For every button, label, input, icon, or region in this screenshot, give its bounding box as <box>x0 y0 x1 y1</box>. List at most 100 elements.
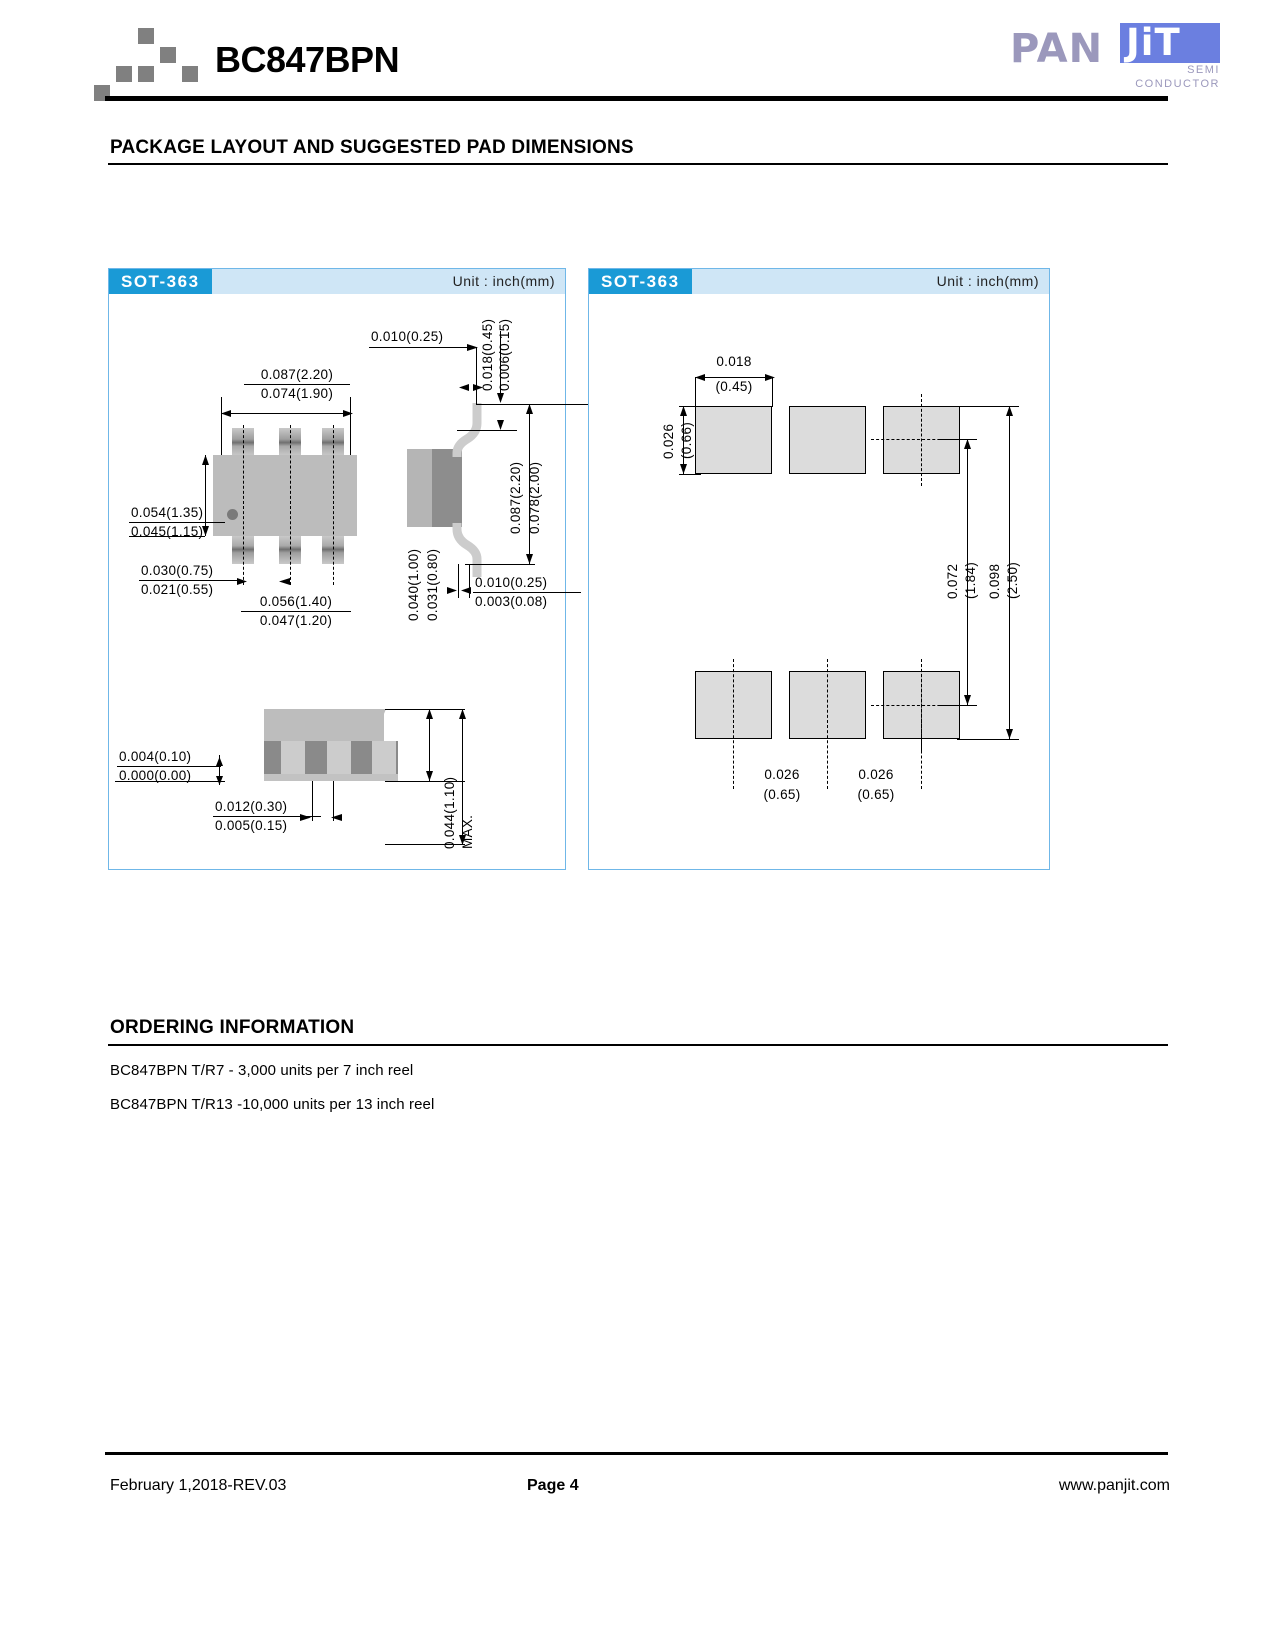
dim-lead-thk-arrows-inner <box>459 384 483 391</box>
dim-body-h-min: 0.031(0.80) <box>425 548 440 621</box>
dim-height-arrows <box>202 455 209 536</box>
left-panel-header-bar: Unit : inch(mm) <box>211 269 565 294</box>
brand-semi-text: SEMI <box>1187 64 1220 76</box>
right-panel-package-tag: SOT-363 <box>589 269 692 294</box>
pitch-centerline-2 <box>827 659 828 789</box>
dim-pad-height-line <box>683 406 685 474</box>
dim-width-line <box>221 413 351 415</box>
dim-total-h-arrows <box>459 709 466 845</box>
dim-span-inner-ref-bot <box>939 705 977 707</box>
dim-foot-ext-right <box>469 564 471 598</box>
dim-depth-arrows <box>526 404 533 564</box>
ordering-line-1: BC847BPN T/R7 - 3,000 units per 7 inch r… <box>110 1062 414 1079</box>
dim-pad-height-inch: 0.026 <box>661 423 676 459</box>
right-panel-unit-label: Unit : inch(mm) <box>936 273 1039 289</box>
dim-pitch-1-mm: (0.65) <box>763 787 801 802</box>
dim-lead-thk-line <box>500 331 502 401</box>
dim-body-h-arrows <box>426 709 433 781</box>
dim-span-outer-line <box>1009 406 1011 739</box>
dim-depth-line <box>529 404 531 564</box>
ordering-information-rule <box>108 1044 1168 1046</box>
crosshair-h-top <box>871 439 971 440</box>
dim-total-h-ref-bot <box>385 844 465 846</box>
page-header: BC847BPN PAN JiT SEMI CONDUCTOR <box>0 0 1275 105</box>
centerline-lead-3 <box>332 425 334 585</box>
dim-pitch: 0.056(1.40) 0.047(1.20) <box>241 594 351 629</box>
dim-lead-len: 0.010(0.25) <box>371 329 444 344</box>
package-layout-heading: PACKAGE LAYOUT AND SUGGESTED PAD DIMENSI… <box>110 137 634 158</box>
dim-height: 0.054(1.35) 0.045(1.15) <box>129 505 225 540</box>
dim-pad-height-ref-top <box>679 406 701 408</box>
package-profile-chamfer <box>372 709 386 743</box>
dim-foot-width: 0.012(0.30) 0.005(0.15) <box>213 799 321 834</box>
dim-pad-width-ext-left <box>695 377 697 407</box>
pad-top-2 <box>789 406 866 474</box>
pitch-centerline-3 <box>921 659 922 789</box>
dim-lead-width-arrow <box>237 578 247 585</box>
dim-pitch-1-inch: 0.026 <box>764 767 800 782</box>
header-divider <box>105 96 1168 101</box>
footer-website: www.panjit.com <box>1058 1477 1170 1494</box>
dim-pad-width-line <box>695 377 773 379</box>
dim-lead-thk-bot-ref <box>457 430 517 432</box>
right-panel-header-bar: Unit : inch(mm) <box>691 269 1049 294</box>
panjit-brand-logo: PAN JiT SEMI CONDUCTOR <box>1010 18 1220 90</box>
pin-one-marker <box>227 509 238 520</box>
brand-jit-box: JiT <box>1120 23 1220 63</box>
dim-lead-width: 0.030(0.75) 0.021(0.55) <box>139 563 237 598</box>
ordering-information-heading: ORDERING INFORMATION <box>110 1017 355 1038</box>
left-panel-unit-label: Unit : inch(mm) <box>452 273 555 289</box>
page-title: BC847BPN <box>215 39 400 80</box>
dim-body-h-ref-top <box>385 709 465 711</box>
dim-width-ext-right <box>350 397 352 469</box>
dim-total-h: 0.044(1.10) <box>442 776 457 849</box>
dim-lead-thk-arrow-bot <box>497 420 504 430</box>
dim-lead-thk-top-ref <box>476 404 596 406</box>
dim-span-inner-arrows <box>964 439 971 705</box>
package-body-sideview-right <box>432 449 462 527</box>
dim-pad-width-mm: (0.45) <box>715 379 753 394</box>
dim-standoff-leader <box>115 781 225 783</box>
footer-date-revision: February 1,2018-REV.03 <box>110 1477 287 1494</box>
ordering-line-2: BC847BPN T/R13 -10,000 units per 13 inch… <box>110 1096 435 1113</box>
dim-lead-len-line <box>369 347 477 349</box>
brand-conductor-text: CONDUCTOR <box>1135 78 1220 90</box>
dim-foot-width-arrows <box>300 814 342 821</box>
panjit-dots-logo-icon <box>94 28 198 101</box>
package-profile-top <box>264 709 384 743</box>
dim-total-h-line <box>462 709 464 844</box>
package-body-topview <box>213 455 357 536</box>
dim-span-inner-ref-top <box>939 439 977 441</box>
dim-pad-width-arrows <box>695 374 775 381</box>
dim-foot-ext-left <box>458 564 460 598</box>
dim-width-ext-left <box>221 397 223 469</box>
dim-depth-bottom-ref <box>465 564 535 566</box>
dim-standoff-line <box>219 755 221 785</box>
dim-span-inner-line <box>967 439 969 705</box>
dim-lead-thk-arrow-top <box>497 393 504 403</box>
dim-span-outer-ref-bot <box>957 739 1019 741</box>
brand-jit-text: JiT <box>1126 21 1181 64</box>
dim-pitch-2-inch: 0.026 <box>858 767 894 782</box>
dim-foot-width-ext-1 <box>312 781 314 821</box>
dim-span-inner-inch: 0.072 <box>945 563 960 599</box>
dim-span-outer-inch: 0.098 <box>987 563 1002 599</box>
dim-height-leader <box>129 536 205 538</box>
dim-width: 0.087(2.20) 0.074(1.90) <box>244 367 350 402</box>
dim-depth-max: 0.087(2.20) <box>508 461 523 534</box>
suggested-pad-panel: SOT-363 Unit : inch(mm) 0.018 (0.45) 0.0… <box>588 268 1050 870</box>
left-panel-header: SOT-363 Unit : inch(mm) <box>109 269 565 294</box>
dim-height-line <box>205 455 207 536</box>
dim-lead-len-arrow <box>467 344 478 351</box>
dim-foot: 0.010(0.25) 0.003(0.08) <box>473 575 581 610</box>
dim-body-h-max: 0.040(1.00) <box>406 548 421 621</box>
dim-pad-width-ext-right <box>772 377 774 407</box>
package-body-sideview-left <box>407 449 432 527</box>
dim-span-outer-ref-top <box>957 406 1019 408</box>
dim-foot-arrows <box>447 587 471 594</box>
dim-pad-width-inch: 0.018 <box>716 354 752 369</box>
pad-top-1 <box>695 406 772 474</box>
centerline-lead-1 <box>242 425 244 585</box>
right-panel-header: SOT-363 Unit : inch(mm) <box>589 269 1049 294</box>
gullwing-lead-shape <box>452 403 482 577</box>
